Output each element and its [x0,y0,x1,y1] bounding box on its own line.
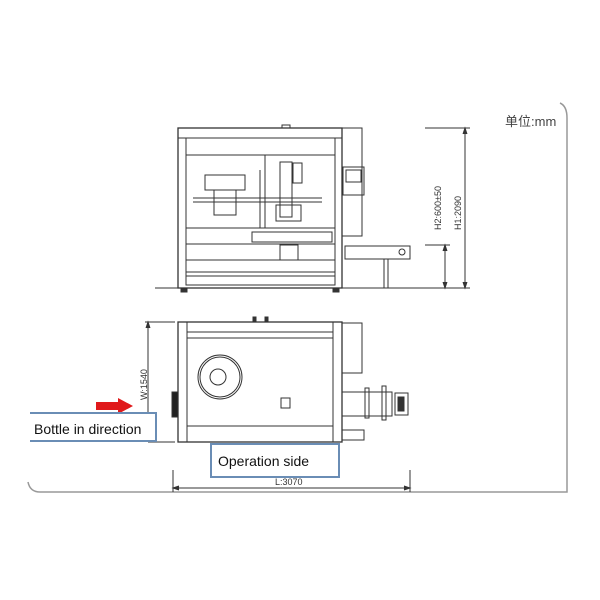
turntable-outer-circle [197,354,243,400]
front-view [155,124,470,293]
turntable-inner-circle [209,368,227,386]
w-dimension-label: W:1540 [139,369,149,400]
top-view [145,316,412,492]
operation-side-callout: Operation side [210,443,340,478]
l-dimension-label: L:3070 [275,477,303,487]
unit-label: 单位:mm [505,114,557,129]
bottle-direction-arrow-icon [96,398,133,414]
drawing-border [27,102,568,493]
bottle-in-direction-callout: Bottle in direction [30,412,157,442]
h2-dimension-label: H2:600±50 [433,186,443,230]
h1-dimension-label: H1:2090 [453,196,463,230]
